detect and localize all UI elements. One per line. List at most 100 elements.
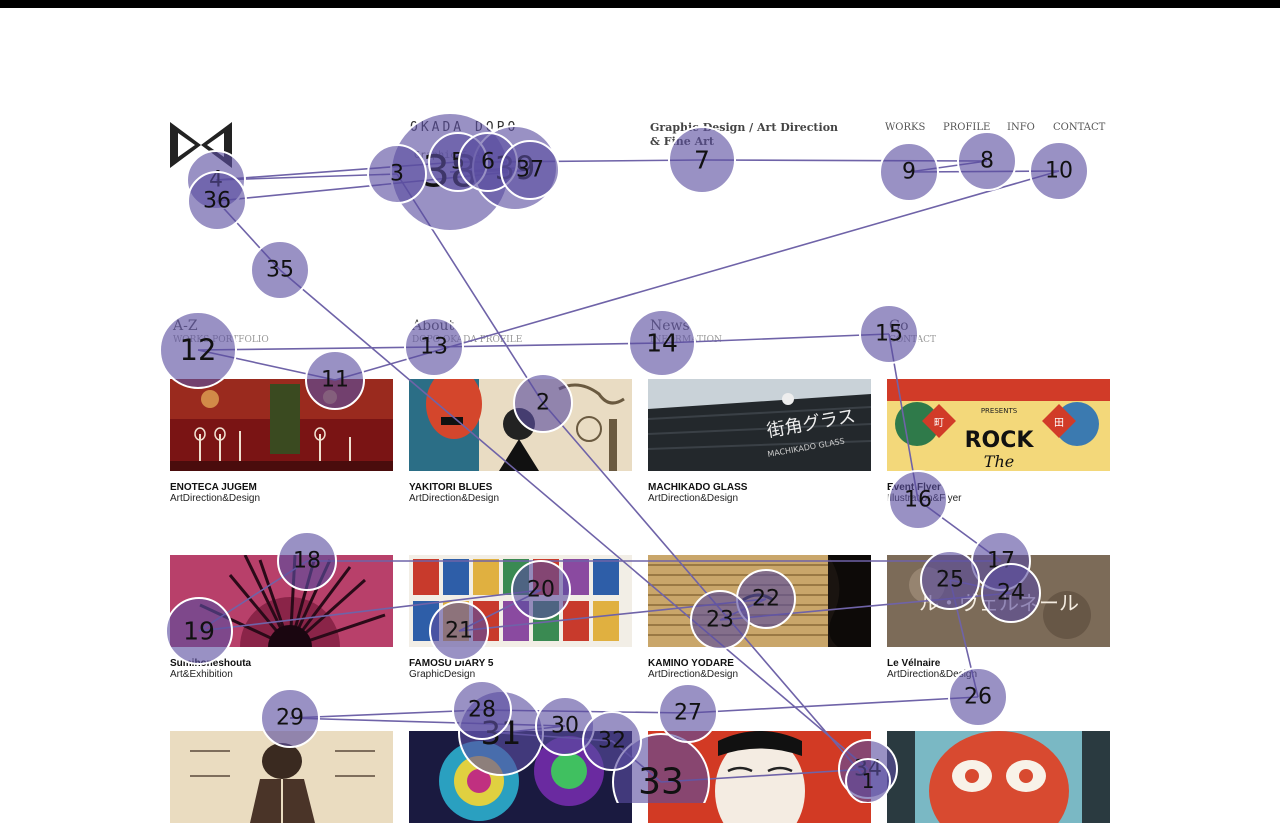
nav-profile[interactable]: PROFILE	[943, 122, 990, 133]
gaze-path-segment	[701, 159, 988, 162]
gaze-path-segment	[215, 161, 459, 181]
work-card-daruma[interactable]	[887, 731, 1110, 834]
work-title[interactable]: Le Vélnaire	[887, 658, 941, 669]
work-category: Art&Exhibition	[170, 669, 233, 680]
work-category: GraphicDesign	[409, 669, 476, 680]
rock-presents: PRESENTS	[981, 407, 1018, 415]
work-category: ArtDirection&Design	[648, 669, 739, 680]
work-card-psychedelic[interactable]	[409, 731, 632, 834]
nav-info-link[interactable]: INFO	[1007, 122, 1035, 133]
gaze-path-segment	[908, 170, 1060, 173]
gaze-fixation-label: 9	[902, 160, 916, 185]
work-category: ArtDirection&Design	[409, 493, 500, 504]
gaze-fixation-39: 39	[472, 125, 558, 211]
gaze-path-segment	[279, 269, 869, 770]
gaze-path-segment	[334, 170, 1060, 381]
gaze-fixation-label: 35	[266, 258, 294, 283]
gaze-fixation-label: 8	[980, 149, 994, 174]
gaze-fixation-8: 8	[957, 131, 1017, 191]
section-about[interactable]: About DOPO OKADA PROFILE	[412, 318, 522, 345]
section-az-sub: WORKS PORTFOLIO	[173, 335, 269, 345]
gaze-fixation-36: 36	[187, 171, 247, 231]
gaze-path-segment	[449, 167, 516, 173]
nav-info[interactable]: INFO	[1007, 122, 1035, 133]
gaze-fixation-label: 7	[694, 146, 710, 175]
work-title[interactable]: ENOTECA JUGEM	[170, 482, 257, 493]
section-az[interactable]: A-Z WORKS PORTFOLIO	[173, 318, 269, 345]
work-title[interactable]: YAKITORI BLUES	[409, 482, 493, 493]
gaze-path-segment	[917, 499, 1002, 562]
work-thumbnail-enoteca[interactable]	[170, 379, 393, 471]
work-thumbnail-yakitori[interactable]	[409, 379, 632, 471]
section-contact[interactable]: Go CONTACT	[889, 318, 936, 345]
brand-logo-icon[interactable]	[170, 122, 232, 168]
work-thumbnail-famosu[interactable]	[409, 555, 632, 647]
work-thumbnail-noh[interactable]	[648, 731, 871, 823]
gaze-path-segment	[481, 709, 689, 714]
gaze-fixation-circle	[428, 132, 488, 192]
work-title[interactable]: MACHIKADO GLASS	[648, 482, 748, 493]
work-card-yakitori[interactable]: YAKITORI BLUES ArtDirection&Design	[409, 379, 632, 504]
rock-the: The	[984, 452, 1014, 471]
work-category: ArtDirection&Design	[648, 493, 739, 504]
nav-contact[interactable]: CONTACT	[1053, 122, 1105, 133]
work-card-enoteca[interactable]: ENOTECA JUGEM ArtDirection&Design	[170, 379, 393, 504]
work-title[interactable]: KAMINO YODARE	[648, 658, 734, 669]
work-thumbnail-kamino[interactable]	[648, 555, 871, 647]
work-card-kamino[interactable]: KAMINO YODARE ArtDirection&Design	[648, 555, 871, 680]
gaze-path-segment	[396, 173, 544, 404]
work-title[interactable]: FAMOSU DIARY 5	[409, 658, 494, 669]
gaze-path-segment	[908, 160, 988, 173]
tagline-line-1: Graphic Design / Art Direction	[650, 121, 839, 134]
gaze-fixation-label: 4	[209, 168, 223, 193]
rock-badge-left: 町	[934, 418, 944, 429]
gaze-path-segment	[197, 346, 435, 351]
gaze-path-segment	[289, 717, 566, 727]
tagline-line-2: & Fine Art	[650, 135, 714, 148]
nav-profile-link[interactable]: PROFILE	[943, 122, 991, 133]
gaze-fixation-label: 3	[390, 162, 404, 187]
work-thumbnail-machikado[interactable]: 街角グラス MACHIKADO GLASS	[648, 379, 871, 471]
work-card-machikado[interactable]: 街角グラス MACHIKADO GLASS MACHIKADO GLASS Ar…	[648, 379, 871, 504]
section-about-title: About	[412, 318, 455, 334]
work-thumbnail-levelnaire[interactable]: ル・ヴェルネール	[887, 555, 1110, 647]
nav-contact-link[interactable]: CONTACT	[1053, 122, 1106, 133]
gaze-path-segment	[215, 173, 398, 181]
work-card-eventflyer[interactable]: 町 田 PRESENTS ROCK The Event Flyer Illust…	[887, 379, 1110, 504]
gaze-fixation-circle	[472, 125, 558, 211]
work-category: Illustration&Flyer	[887, 493, 962, 504]
work-card-noh[interactable]	[648, 731, 871, 834]
gaze-path-segment	[289, 709, 483, 719]
work-card-levelnaire[interactable]: ル・ヴェルネール Le Vélnaire ArtDirection&Design	[887, 555, 1110, 680]
nav-works[interactable]: WORKS	[885, 122, 925, 133]
work-thumbnail-eventflyer[interactable]: 町 田 PRESENTS ROCK The	[887, 379, 1110, 471]
gaze-path-segment	[216, 169, 531, 202]
levelnaire-script: ル・ヴェルネール	[919, 591, 1079, 615]
rock-badge-right: 田	[1054, 418, 1064, 429]
gaze-fixation-9: 9	[879, 142, 939, 202]
gaze-fixation-circle	[879, 142, 939, 202]
brand-name[interactable]: OKADA DOPO	[410, 120, 519, 135]
work-card-anatomy[interactable]	[170, 731, 393, 834]
work-card-sumihone[interactable]: Sumihoneshouta Art&Exhibition	[170, 555, 393, 680]
gaze-fixation-circle	[957, 131, 1017, 191]
work-title[interactable]: Sumihoneshouta	[170, 658, 252, 669]
work-thumbnail-daruma[interactable]	[887, 731, 1110, 823]
work-thumbnail-anatomy[interactable]	[170, 731, 393, 823]
gaze-fixation-label: 29	[276, 706, 304, 731]
work-thumbnail-psychedelic[interactable]	[409, 731, 632, 823]
gaze-fixation-circle	[1029, 141, 1089, 201]
work-thumbnail-sumihone[interactable]	[170, 555, 393, 647]
nav-works-link[interactable]: WORKS	[885, 122, 926, 133]
gaze-fixation-label: 26	[964, 685, 992, 710]
gaze-path-segment	[197, 349, 336, 381]
work-title[interactable]: Event Flyer	[887, 482, 941, 493]
rock-word: ROCK	[965, 428, 1035, 453]
gaze-path-segment	[449, 169, 531, 173]
work-card-famosu[interactable]: FAMOSU DIARY 5 GraphicDesign	[409, 555, 632, 680]
section-news[interactable]: News INFORMATION	[650, 318, 722, 345]
gaze-path-segment	[216, 200, 281, 271]
section-news-sub: INFORMATION	[650, 335, 722, 345]
gaze-fixation-label: 28	[468, 698, 496, 723]
gaze-path-segment	[687, 696, 979, 714]
